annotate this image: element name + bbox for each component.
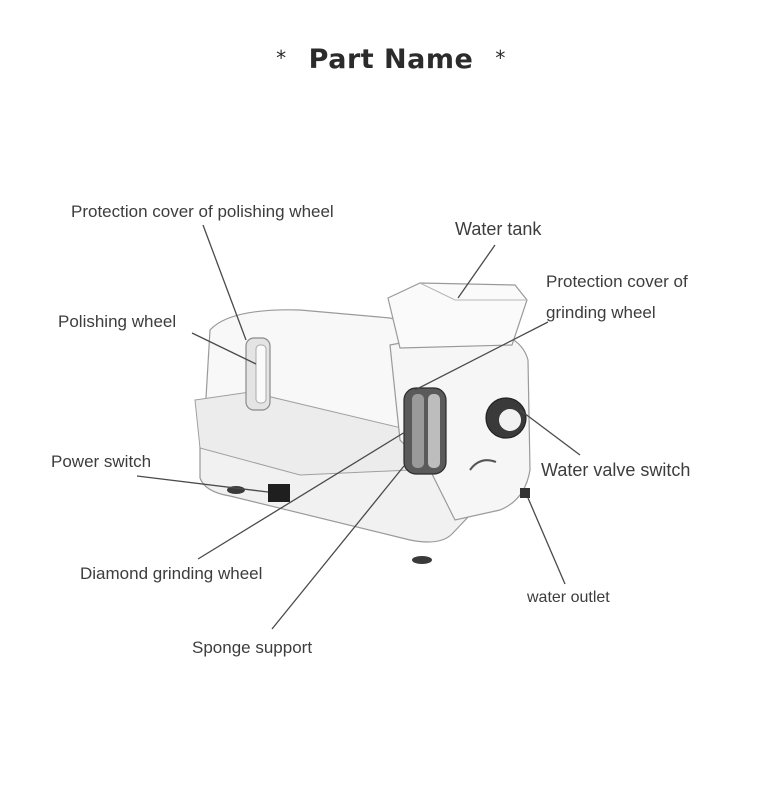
label-water-outlet: water outlet	[527, 589, 610, 606]
leader-diamond-grinding-wheel	[197, 431, 406, 560]
leader-water-valve-switch	[519, 409, 581, 456]
leader-water-tank	[457, 244, 496, 299]
foot-right	[412, 556, 432, 564]
leader-power-switch	[136, 475, 269, 493]
front-slot	[469, 459, 497, 471]
diagram-title: * Part Name *	[0, 44, 782, 75]
power-switch-shape	[268, 484, 290, 502]
water-outlet-shape	[520, 488, 530, 498]
label-water-valve-switch: Water valve switch	[541, 460, 691, 480]
title-text: Part Name	[308, 44, 474, 75]
leader-polishing-wheel	[191, 332, 257, 365]
leader-water-outlet	[527, 497, 566, 585]
leader-lines	[136, 224, 581, 630]
label-protection-cover-polishing-wheel: Protection cover of polishing wheel	[71, 202, 334, 221]
label-protection-cover-grinding-line1: Protection cover of	[546, 272, 688, 291]
label-sponge-support: Sponge support	[192, 638, 313, 657]
label-diamond-grinding-wheel: Diamond grinding wheel	[80, 564, 263, 583]
label-power-switch: Power switch	[51, 452, 152, 471]
label-protection-cover-grinding-line2: grinding wheel	[546, 303, 656, 322]
title-star-right: *	[495, 46, 506, 70]
label-polishing-wheel: Polishing wheel	[58, 312, 177, 331]
label-water-tank: Water tank	[455, 219, 542, 239]
grinding-wheel-highlight-a	[412, 394, 424, 468]
water-valve-knob-center	[499, 409, 521, 431]
leader-protection-cover-polishing	[202, 224, 247, 341]
title-star-left: *	[276, 46, 287, 70]
water-tank-rim	[419, 282, 527, 301]
water-tank-shape	[387, 282, 528, 349]
leader-sponge-support	[271, 465, 405, 630]
label-protection-cover-grinding-wheel: Protection cover of grinding wheel	[546, 273, 688, 321]
grinding-wheel-highlight-b	[428, 394, 440, 468]
polishing-wheel-cover-shape	[255, 344, 267, 404]
leader-protection-cover-grinding	[414, 321, 549, 391]
